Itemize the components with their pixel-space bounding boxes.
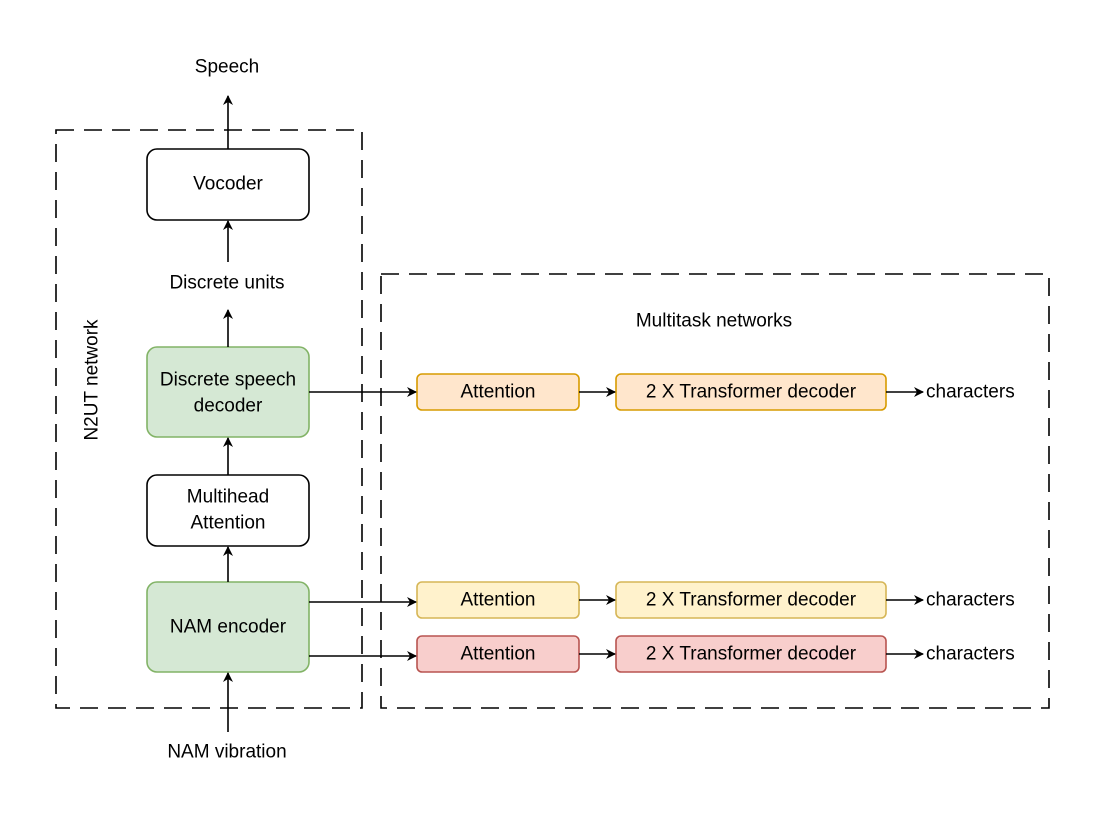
branch-2-attention-label: Attention xyxy=(461,590,536,611)
multihead-attention-label-line1: Multihead xyxy=(187,487,269,508)
branch-1: Attention 2 X Transformer decoder charac… xyxy=(416,373,1015,411)
branch-2-output-label: characters xyxy=(926,590,1015,611)
branch-1-attention-label: Attention xyxy=(461,382,536,403)
multitask-networks-group xyxy=(380,273,1050,709)
branch-3-output-label: characters xyxy=(926,644,1015,665)
branch-2: Attention 2 X Transformer decoder charac… xyxy=(416,581,1015,619)
nam-vibration-label: NAM vibration xyxy=(167,742,286,763)
branch-3: Attention 2 X Transformer decoder charac… xyxy=(416,635,1015,673)
discrete-speech-decoder-node: Discrete speech decoder xyxy=(146,346,310,438)
speech-output-label: Speech xyxy=(195,57,259,78)
multihead-attention-node: Multihead Attention xyxy=(146,474,310,547)
discrete-speech-decoder-label-line2: decoder xyxy=(194,396,263,417)
nam-encoder-label: NAM encoder xyxy=(170,617,287,638)
branch-3-attention-label: Attention xyxy=(461,644,536,665)
discrete-units-label: Discrete units xyxy=(169,273,284,294)
n2ut-network-label: N2UT network xyxy=(82,319,103,441)
branch-1-decoder-label: 2 X Transformer decoder xyxy=(646,382,857,403)
branch-3-decoder-label: 2 X Transformer decoder xyxy=(646,644,857,665)
nam-encoder-node: NAM encoder xyxy=(146,581,310,673)
discrete-speech-decoder-label-line1: Discrete speech xyxy=(160,370,296,391)
vocoder-label: Vocoder xyxy=(193,174,263,195)
branch-2-decoder-label: 2 X Transformer decoder xyxy=(646,590,857,611)
multitask-networks-label: Multitask networks xyxy=(636,311,792,332)
vocoder-node: Vocoder xyxy=(146,148,310,221)
multihead-attention-label-line2: Attention xyxy=(191,513,266,534)
n2ut-network-group xyxy=(55,129,363,709)
branch-1-output-label: characters xyxy=(926,382,1015,403)
